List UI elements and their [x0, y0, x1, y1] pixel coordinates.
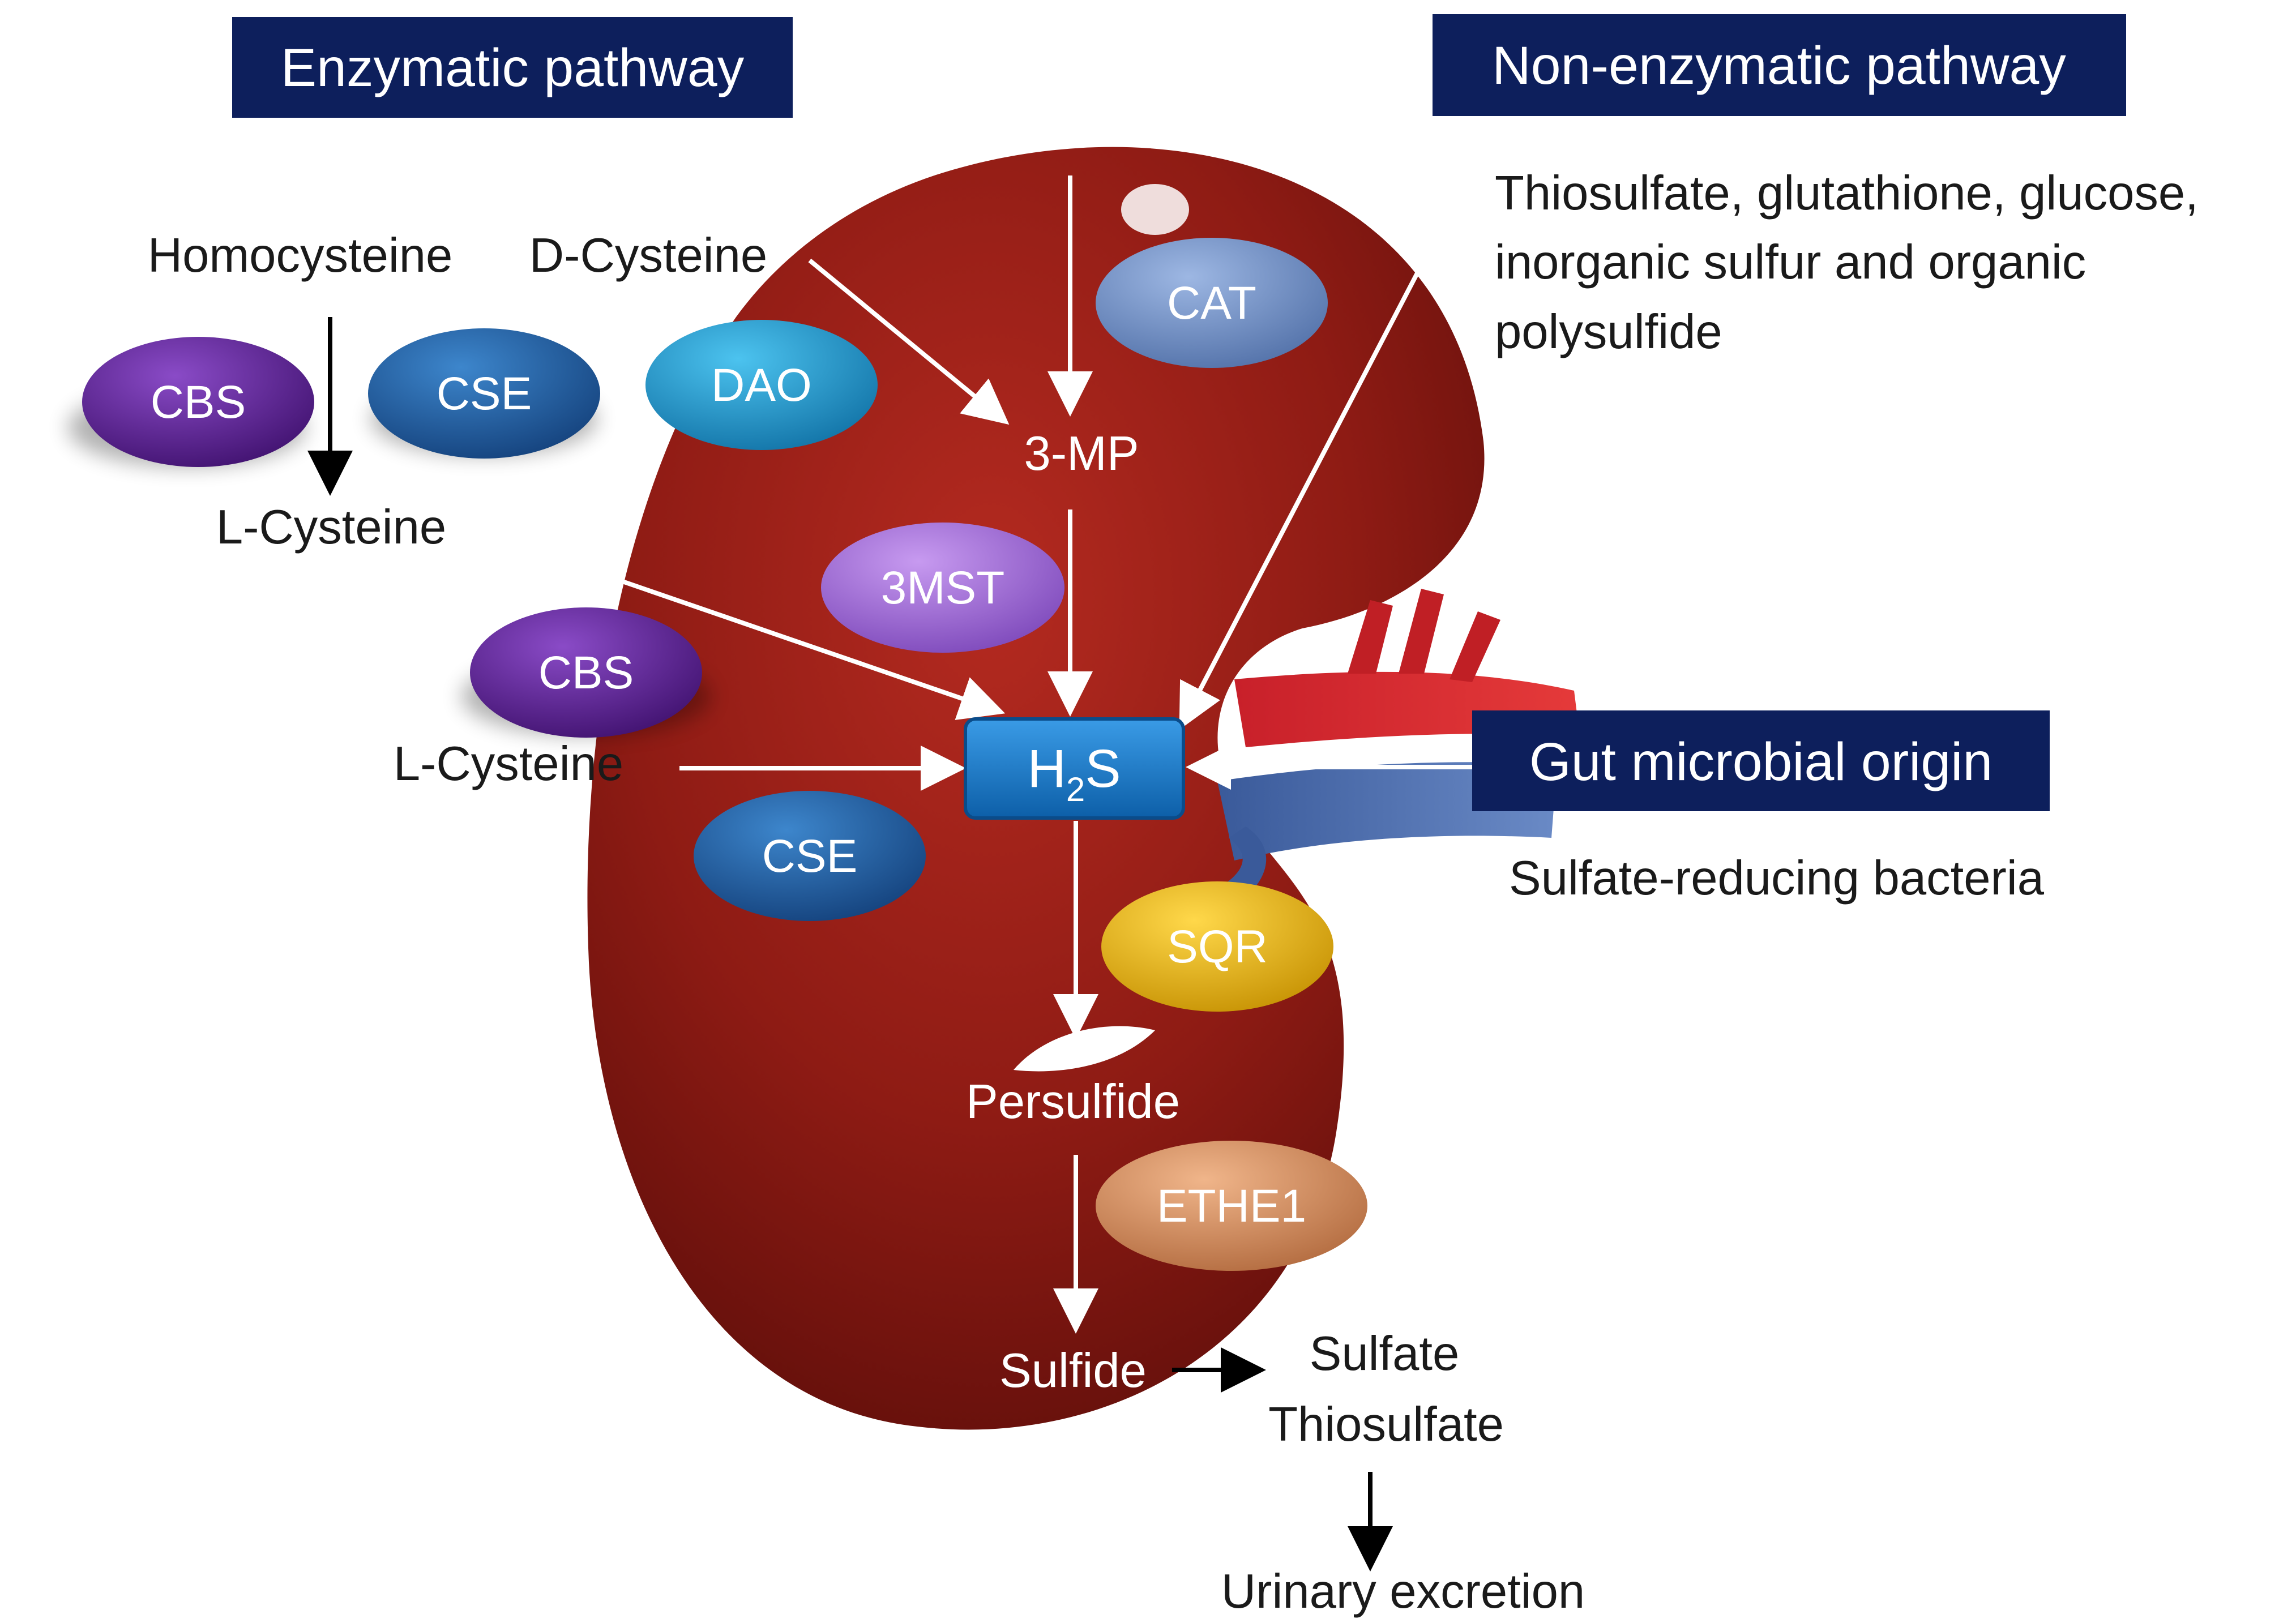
label-l-cysteine-mid: L-Cysteine [394, 737, 623, 791]
label-non-enz-line2: inorganic sulfur and organic [1495, 235, 2086, 289]
enzyme-cbs-mid-label: CBS [538, 647, 634, 699]
label-thiosulfate: Thiosulfate [1268, 1398, 1504, 1451]
enzyme-cse-mid-label: CSE [762, 830, 858, 882]
arrow-lcys-left-to-h2s [593, 569, 1006, 720]
arrow-nonenz-to-h2s [1179, 254, 1429, 730]
label-l-cysteine-top: L-Cysteine [955, 73, 1185, 127]
h2s-label: H2S [1027, 739, 1121, 808]
arrow-dcys-to-3mp [808, 258, 1010, 425]
label-non-enz-line3: polysulfide [1495, 305, 1722, 359]
enzyme-cbs-top-label: CBS [151, 376, 246, 428]
label-bacteria: Sulfate-reducing bacteria [1509, 851, 2045, 905]
header-enzymatic-text: Enzymatic pathway [281, 38, 745, 98]
enzyme-cse-mid: CSE [694, 791, 926, 921]
label-urinary-excretion: Urinary excretion [1221, 1565, 1585, 1618]
label-3-mp: 3-MP [1024, 427, 1139, 481]
enzyme-3mst: 3MST [821, 523, 1064, 653]
enzyme-sqr: SQR [1101, 881, 1333, 1012]
label-persulfide: Persulfide [966, 1075, 1180, 1129]
enzyme-cat: CAT [1096, 238, 1328, 368]
header-non-enzymatic-text: Non-enzymatic pathway [1492, 36, 2066, 96]
kidney-highlight [1121, 184, 1189, 235]
enzyme-cse-top: CSE [368, 328, 600, 459]
enzyme-ethe1: ETHE1 [1096, 1141, 1367, 1271]
enzyme-ethe1-label: ETHE1 [1157, 1180, 1306, 1232]
renal-artery-branches [1348, 589, 1500, 682]
label-l-cysteine-left: L-Cysteine [216, 500, 446, 554]
enzyme-cbs-mid: CBS [461, 607, 711, 738]
h2s-box: H2S [964, 717, 1185, 820]
kidney-highlight-lower [1014, 1026, 1155, 1072]
label-sulfide: Sulfide [999, 1344, 1147, 1398]
label-non-enz-line1: Thiosulfate, glutathione, glucose, [1495, 166, 2199, 220]
enzyme-dao: DAO [645, 320, 878, 450]
enzymes: CBS CSE DAO CAT 3MST CBS CSE [68, 238, 1367, 1271]
label-homocysteine: Homocysteine [148, 229, 453, 282]
enzyme-cse-top-label: CSE [437, 368, 532, 419]
enzyme-cbs-top: CBS [68, 337, 314, 467]
enzyme-3mst-label: 3MST [881, 562, 1005, 614]
header-gut: Gut microbial origin [1472, 710, 2050, 811]
header-enzymatic: Enzymatic pathway [232, 17, 793, 118]
enzyme-sqr-label: SQR [1167, 921, 1268, 973]
enzyme-cat-label: CAT [1167, 277, 1256, 329]
label-sulfate: Sulfate [1310, 1327, 1460, 1381]
arrows [307, 175, 1472, 1571]
header-non-enzymatic: Non-enzymatic pathway [1433, 14, 2126, 116]
header-gut-text: Gut microbial origin [1529, 732, 1993, 792]
enzyme-dao-label: DAO [711, 359, 812, 411]
label-d-cysteine: D-Cysteine [529, 229, 767, 282]
